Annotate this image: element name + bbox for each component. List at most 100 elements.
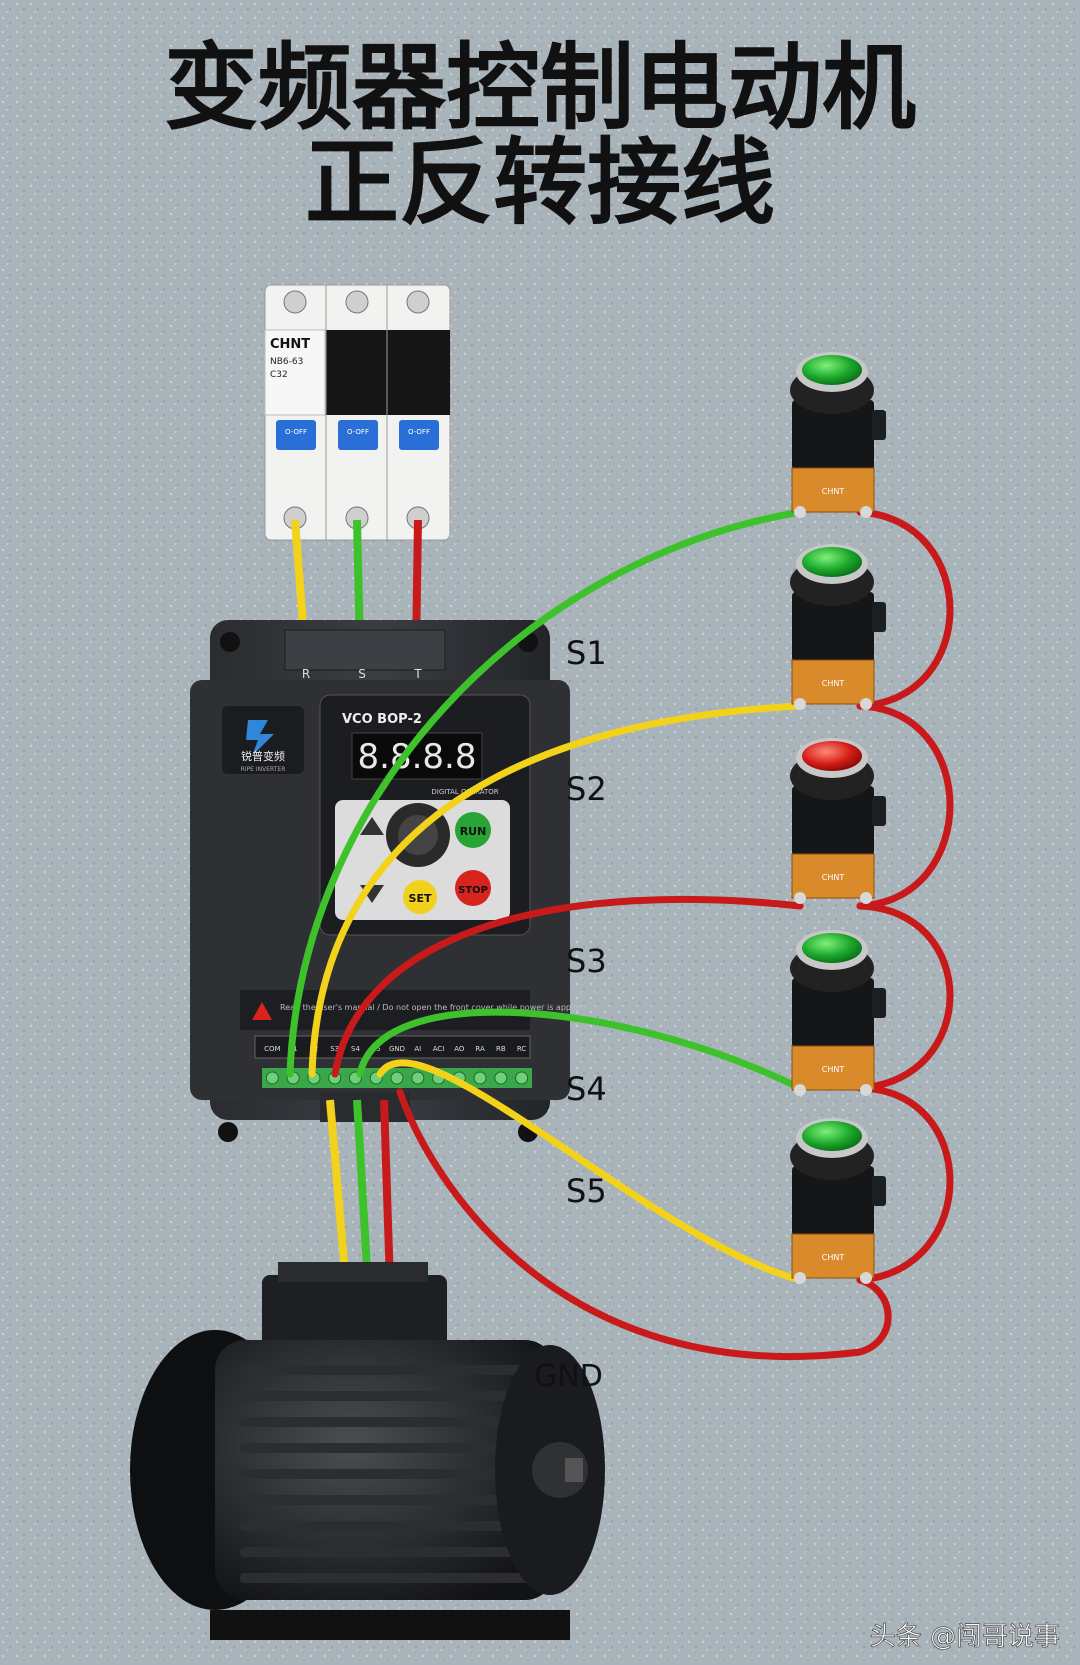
breaker-switch-1[interactable]	[276, 420, 316, 450]
button-terminal-right	[860, 1084, 872, 1096]
button-brand: CHNT	[822, 487, 845, 496]
breaker-rating: C32	[270, 370, 288, 380]
button-brand: CHNT	[822, 1065, 845, 1074]
label-s5: S5	[566, 1172, 607, 1210]
inverter-brand-cn: 锐普变频	[241, 749, 285, 763]
led-display	[351, 732, 483, 780]
run-button[interactable]	[455, 812, 491, 848]
title-line-1: 变频器控制电动机	[164, 34, 916, 143]
button-brand: CHNT	[822, 1253, 845, 1262]
panel-model: VCO BOP-2	[342, 712, 422, 727]
motor-fin	[240, 1443, 540, 1453]
label-s2: S2	[566, 770, 607, 808]
label-gnd: GND	[534, 1359, 603, 1394]
breaker-switch-3[interactable]	[399, 420, 439, 450]
run-label: RUN	[460, 825, 487, 838]
control-terminal-label: AO	[454, 1045, 465, 1053]
control-terminal-screw	[494, 1071, 508, 1085]
button-terminal-right	[860, 698, 872, 710]
button-contact-block	[791, 1233, 875, 1279]
motor-fin	[240, 1547, 540, 1557]
signal-wires	[286, 508, 954, 1361]
control-terminal-label: S4	[351, 1045, 360, 1053]
circuit-breaker: CHNT NB6-63 C32 O-OFF O-OFF O-OFF	[264, 284, 451, 541]
control-terminal-label: RA	[475, 1045, 485, 1053]
label-s4: S4	[566, 1070, 607, 1108]
motor-wires	[326, 1099, 394, 1286]
red-button-cap[interactable]	[802, 741, 862, 771]
motor-fin	[240, 1495, 540, 1505]
button-terminal-left	[794, 892, 806, 904]
watermark: 头条 @闯哥说事	[870, 1622, 1060, 1652]
title-line-2: 正反转接线	[305, 129, 775, 238]
button-clip	[872, 796, 886, 826]
push-button-4[interactable]: CHNT	[790, 930, 886, 1096]
push-button-1[interactable]: CHNT	[790, 352, 886, 518]
button-housing	[792, 786, 874, 856]
control-terminal-label: AI	[414, 1045, 421, 1053]
button-brand: CHNT	[822, 873, 845, 882]
control-terminal-screw	[515, 1071, 529, 1085]
motor-fin	[240, 1469, 540, 1479]
motor-fin	[240, 1365, 540, 1375]
button-terminal-left	[794, 1272, 806, 1284]
breaker-brand: CHNT	[270, 337, 310, 352]
breaker-switch-label-3: O-OFF	[408, 428, 430, 436]
control-terminal-label: S3	[330, 1045, 339, 1053]
push-button-5[interactable]: CHNT	[790, 1118, 886, 1284]
terminal-label-r: R	[302, 667, 310, 681]
button-housing	[792, 1166, 874, 1236]
button-contact-block	[791, 659, 875, 705]
control-terminal-label: RB	[496, 1045, 506, 1053]
button-housing	[792, 592, 874, 662]
button-terminal-left	[794, 506, 806, 518]
motor-fin	[240, 1521, 540, 1531]
control-terminal-label: RC	[517, 1045, 527, 1053]
control-terminal-label: GND	[389, 1045, 405, 1053]
button-housing	[792, 400, 874, 470]
control-terminal-screw	[390, 1071, 404, 1085]
stop-button[interactable]	[455, 870, 491, 906]
green-button-cap[interactable]	[802, 547, 862, 577]
up-arrow-icon[interactable]	[360, 817, 384, 835]
motor-fin	[240, 1391, 540, 1401]
control-terminal-screw	[265, 1071, 279, 1085]
button-terminal-right	[860, 892, 872, 904]
button-housing	[792, 978, 874, 1048]
green-button-cap[interactable]	[802, 1121, 862, 1151]
button-terminal-right	[860, 506, 872, 518]
push-button-3[interactable]: CHNT	[790, 738, 886, 904]
label-s1: S1	[566, 634, 607, 672]
set-button[interactable]	[403, 880, 437, 914]
button-brand: CHNT	[822, 679, 845, 688]
motor-fin	[240, 1417, 540, 1427]
warning-text: Read the user's manual / Do not open the…	[280, 1003, 585, 1012]
breaker-switch-label-2: O-OFF	[347, 428, 369, 436]
control-terminal-screw	[411, 1071, 425, 1085]
terminal-label-t: T	[413, 667, 422, 681]
motor-fin	[240, 1573, 540, 1583]
button-clip	[872, 1176, 886, 1206]
button-terminal-left	[794, 1084, 806, 1096]
button-contact-block	[791, 467, 875, 513]
button-clip	[872, 988, 886, 1018]
set-label: SET	[409, 892, 432, 905]
inverter-brand-en: RIPE INVERTER	[241, 766, 286, 773]
button-contact-block	[791, 853, 875, 899]
inverter-logo-icon	[246, 720, 274, 756]
green-button-cap[interactable]	[802, 355, 862, 385]
breaker-switch-label-1: O-OFF	[285, 428, 307, 436]
control-terminal-label: COM	[264, 1045, 280, 1053]
button-clip	[872, 410, 886, 440]
control-terminal-label: ACI	[433, 1045, 445, 1053]
button-terminal-left	[794, 698, 806, 710]
push-button-2[interactable]: CHNT	[790, 544, 886, 710]
green-button-cap[interactable]	[802, 933, 862, 963]
label-s3: S3	[566, 942, 607, 980]
warning-icon	[252, 1002, 272, 1020]
motor	[130, 1262, 605, 1640]
breaker-switch-2[interactable]	[338, 420, 378, 450]
terminal-label-s: S	[358, 667, 366, 681]
